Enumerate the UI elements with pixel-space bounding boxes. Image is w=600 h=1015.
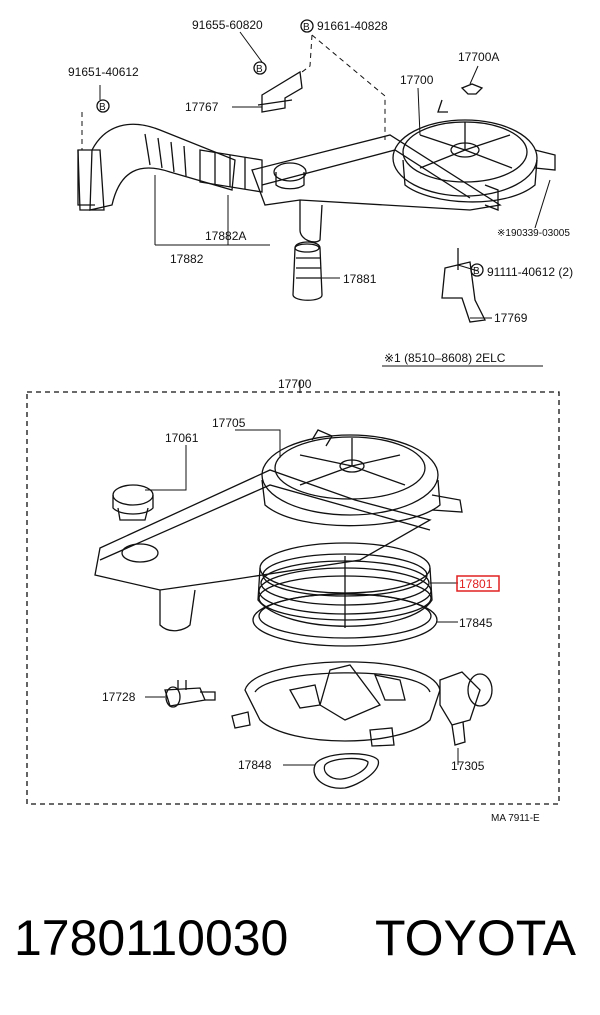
air-filter-element-17801 bbox=[257, 542, 433, 628]
label-17305: 17305 bbox=[451, 759, 485, 773]
label-17061: 17061 bbox=[165, 431, 199, 445]
valve-17728 bbox=[164, 680, 216, 708]
bolt-letters: B B B B bbox=[99, 22, 480, 277]
svg-text:B: B bbox=[99, 102, 106, 113]
label-17700A: 17700A bbox=[458, 50, 499, 64]
leader-lines bbox=[81, 31, 551, 766]
gasket-17845 bbox=[252, 593, 438, 647]
label-17881: 17881 bbox=[343, 272, 377, 286]
label-91651-40612: 91651-40612 bbox=[68, 65, 139, 79]
label-190339-03005: ※190339-03005 bbox=[497, 228, 570, 239]
brand-name: TOYOTA bbox=[375, 910, 576, 966]
label-17801: 17801 bbox=[459, 577, 493, 591]
diaphragm-17061 bbox=[112, 484, 154, 521]
bolt-markers bbox=[96, 19, 484, 277]
air-cleaner-case-upper bbox=[94, 429, 463, 632]
air-cleaner-top bbox=[251, 99, 556, 243]
label-91661-40828: 91661-40828 bbox=[317, 19, 388, 33]
label-17882: 17882 bbox=[170, 252, 204, 266]
svg-text:B: B bbox=[473, 266, 480, 277]
sensor-17305 bbox=[439, 671, 493, 746]
gasket-17848 bbox=[313, 753, 379, 789]
label-17700-top: 17700 bbox=[400, 73, 434, 87]
clip-91651 bbox=[77, 150, 95, 206]
bracket-17767 bbox=[257, 70, 303, 113]
label-17769: 17769 bbox=[494, 311, 528, 325]
label-17700-box: 17700 bbox=[278, 377, 312, 391]
assembly-box-17700 bbox=[26, 391, 560, 805]
part-number: 1780110030 bbox=[14, 910, 289, 966]
highlight-17801 bbox=[456, 575, 500, 592]
label-17728: 17728 bbox=[102, 690, 136, 704]
label-17705: 17705 bbox=[212, 416, 246, 430]
intake-hose-17882 bbox=[77, 123, 263, 211]
label-17848: 17848 bbox=[238, 758, 272, 772]
svg-text:B: B bbox=[256, 64, 263, 75]
boot-17881 bbox=[292, 241, 323, 301]
bracket-17769 bbox=[441, 248, 486, 323]
label-91111-40612: 91111-40612 (2) bbox=[487, 265, 573, 279]
wing-nut-17700A bbox=[460, 83, 484, 95]
label-91655-60820: 91655-60820 bbox=[192, 18, 263, 32]
air-cleaner-case-lower bbox=[231, 661, 441, 747]
label-17882A: 17882A bbox=[205, 229, 246, 243]
svg-text:B: B bbox=[303, 22, 310, 33]
label-17845: 17845 bbox=[459, 616, 493, 630]
note-model-range: ※1 (8510–8608) 2ELC bbox=[384, 351, 506, 365]
label-ref-ma7911e: MA 7911-E bbox=[491, 813, 540, 824]
label-17767: 17767 bbox=[185, 100, 219, 114]
